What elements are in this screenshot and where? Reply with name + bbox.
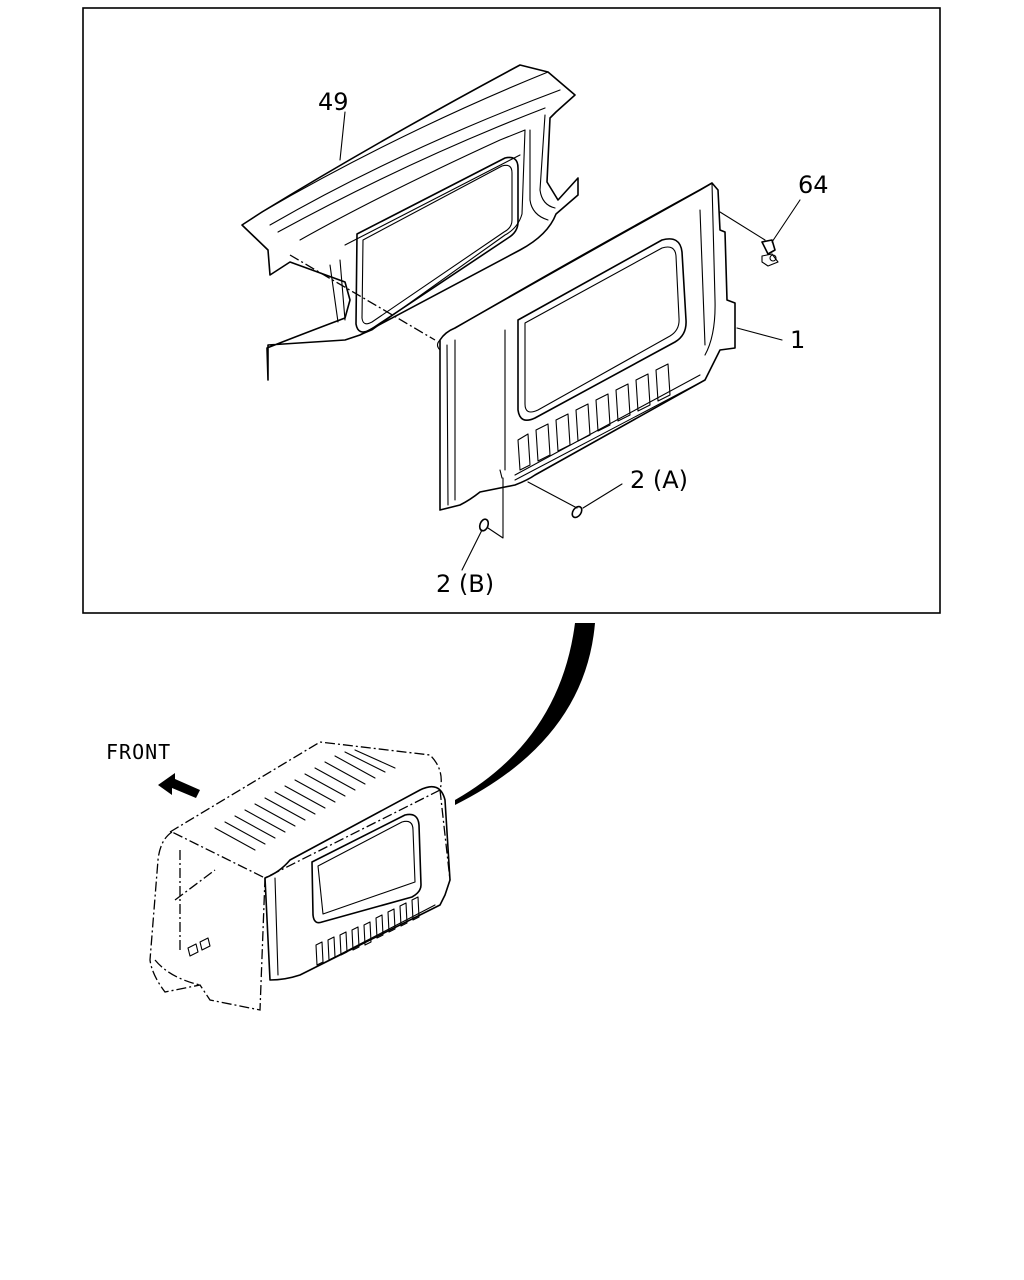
roof-ribs <box>214 749 396 851</box>
label-part-2a: 2 (A) <box>630 466 688 494</box>
plug-2a <box>571 505 583 519</box>
detail-frame <box>82 7 941 614</box>
callout-swoosh <box>455 623 595 805</box>
plug-2b <box>478 518 490 532</box>
front-arrow-icon <box>158 773 200 798</box>
assembly-line <box>289 254 436 341</box>
label-part-64: 64 <box>798 171 829 199</box>
leader-49 <box>339 111 346 161</box>
part-1-panel <box>436 182 736 511</box>
vehicle-overview <box>149 741 451 1011</box>
leader-1 <box>736 327 783 341</box>
part-64-clip <box>719 211 779 267</box>
label-part-2b: 2 (B) <box>436 570 494 598</box>
label-part-1: 1 <box>790 326 805 354</box>
leader-64 <box>771 199 801 243</box>
leader-2b <box>461 529 483 571</box>
front-label: FRONT <box>106 740 171 764</box>
leader-2a <box>582 483 623 509</box>
label-part-49: 49 <box>318 88 349 116</box>
vent-row <box>514 363 706 481</box>
part-49-panel <box>241 64 579 381</box>
